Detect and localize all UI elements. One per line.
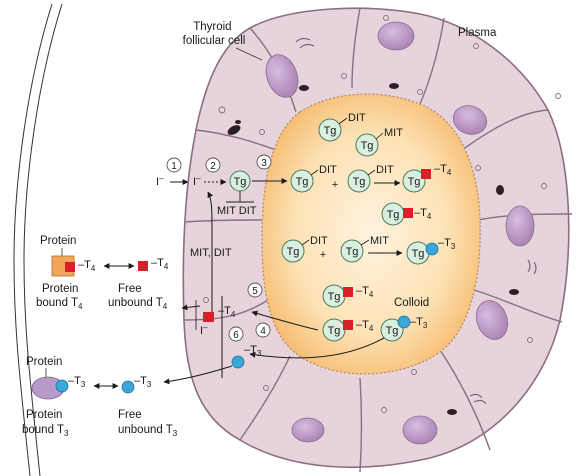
tg-mit-top: Tg MIT — [355, 127, 403, 157]
colloid-lumen — [261, 93, 481, 375]
free-t4-marker: –T4 — [138, 257, 169, 271]
free-unbound-t4-label: Free unbound T4 — [108, 283, 168, 311]
step-1: 1 — [166, 157, 182, 173]
svg-text:DIT: DIT — [319, 164, 337, 176]
step-4: 4 — [255, 322, 271, 338]
svg-text:–T4: –T4 — [151, 257, 169, 271]
t3-in-cell: –T3 — [231, 344, 262, 369]
svg-text:–T3: –T3 — [438, 237, 456, 251]
free-t3-marker: –T3 — [121, 375, 152, 394]
step-5: 5 — [247, 282, 263, 298]
svg-text:5: 5 — [252, 286, 258, 297]
t4-release-arrow — [181, 304, 201, 311]
mit-dit-recycle-label: MIT, DIT — [190, 247, 232, 259]
svg-text:Tg: Tg — [412, 248, 425, 260]
thyroid-cell-pointer — [235, 47, 263, 61]
svg-text:MIT: MIT — [384, 127, 403, 139]
reaction-dit-dit: Tg DIT + Tg DIT Tg –T4 — [290, 163, 452, 193]
mit-dit-cell-label: MIT DIT — [217, 205, 257, 217]
tg-t3-bottom: Tg –T3 — [380, 315, 428, 342]
svg-text:Tg: Tg — [408, 176, 421, 188]
protein-t4-box: –T4 — [51, 255, 96, 277]
svg-text:Tg: Tg — [387, 209, 400, 221]
tg-cell: Tg — [229, 170, 251, 192]
free-unbound-t3-label: Free unbound T3 — [118, 409, 178, 438]
step-3: 3 — [256, 154, 272, 170]
svg-text:Tg: Tg — [287, 246, 300, 258]
reaction-dit-mit: Tg DIT + Tg MIT Tg –T3 — [281, 235, 456, 265]
t3-release-arrow — [163, 365, 233, 385]
release-pathway — [207, 191, 385, 378]
step-2: 2 — [205, 157, 221, 173]
tg-dit-top: Tg DIT — [318, 112, 366, 142]
thyroid-cell-label: Thyroid follicular cell — [183, 21, 246, 47]
svg-text:DIT: DIT — [376, 164, 394, 176]
protein-bound-t3-label: Protein bound T3 — [22, 409, 69, 438]
mit-dit-bracket — [226, 191, 254, 203]
iodide-in-cell: I– — [200, 323, 208, 337]
svg-text:Tg: Tg — [346, 246, 359, 258]
svg-text:4: 4 — [260, 326, 266, 337]
svg-text:–T4: –T4 — [78, 259, 96, 273]
protein-t3-label: Protein — [26, 356, 62, 368]
svg-text:–T4: –T4 — [356, 319, 374, 333]
svg-text:+: + — [320, 249, 326, 261]
svg-text:MIT: MIT — [370, 235, 389, 247]
plasma-label: Plasma — [458, 27, 497, 39]
svg-text:Tg: Tg — [234, 176, 247, 188]
svg-text:–T4: –T4 — [356, 285, 374, 299]
tg-t4-lower: Tg –T4 — [322, 284, 374, 308]
protein-bound-t4-label: Protein bound T4 — [36, 283, 83, 311]
svg-text:–T3: –T3 — [244, 344, 262, 358]
svg-text:–T3: –T3 — [134, 375, 152, 389]
svg-text:Tg: Tg — [328, 325, 341, 337]
svg-text:3: 3 — [261, 158, 267, 169]
tg-t4-bottom: Tg –T4 — [322, 318, 374, 342]
svg-text:I–: I– — [193, 174, 201, 188]
svg-text:6: 6 — [233, 330, 239, 341]
svg-text:I–: I– — [156, 174, 164, 188]
svg-text:–T4: –T4 — [218, 305, 236, 319]
svg-text:2: 2 — [210, 161, 216, 172]
svg-text:Tg: Tg — [353, 176, 366, 188]
svg-text:–T3: –T3 — [68, 375, 86, 389]
capillary-wall — [13, 3, 63, 476]
svg-text:Tg: Tg — [361, 140, 374, 152]
protein-t3-blob: –T3 — [31, 375, 86, 400]
svg-text:DIT: DIT — [310, 235, 328, 247]
svg-text:+: + — [332, 179, 338, 191]
step-6: 6 — [228, 326, 244, 342]
iodide-uptake: I– I– — [156, 174, 227, 188]
svg-text:Tg: Tg — [296, 176, 309, 188]
svg-text:1: 1 — [171, 161, 177, 172]
tg-t4-middle: Tg –T4 — [381, 202, 432, 226]
svg-text:–T4: –T4 — [414, 207, 432, 221]
svg-text:DIT: DIT — [348, 112, 366, 124]
svg-text:Tg: Tg — [386, 325, 399, 337]
svg-text:–T4: –T4 — [434, 163, 452, 177]
colloid-label: Colloid — [394, 297, 429, 309]
protein-t4-label: Protein — [40, 235, 76, 247]
svg-text:Tg: Tg — [324, 125, 337, 137]
svg-text:Tg: Tg — [328, 291, 341, 303]
svg-text:–T3: –T3 — [410, 316, 428, 330]
t4-in-cell: –T4 — [203, 305, 236, 322]
